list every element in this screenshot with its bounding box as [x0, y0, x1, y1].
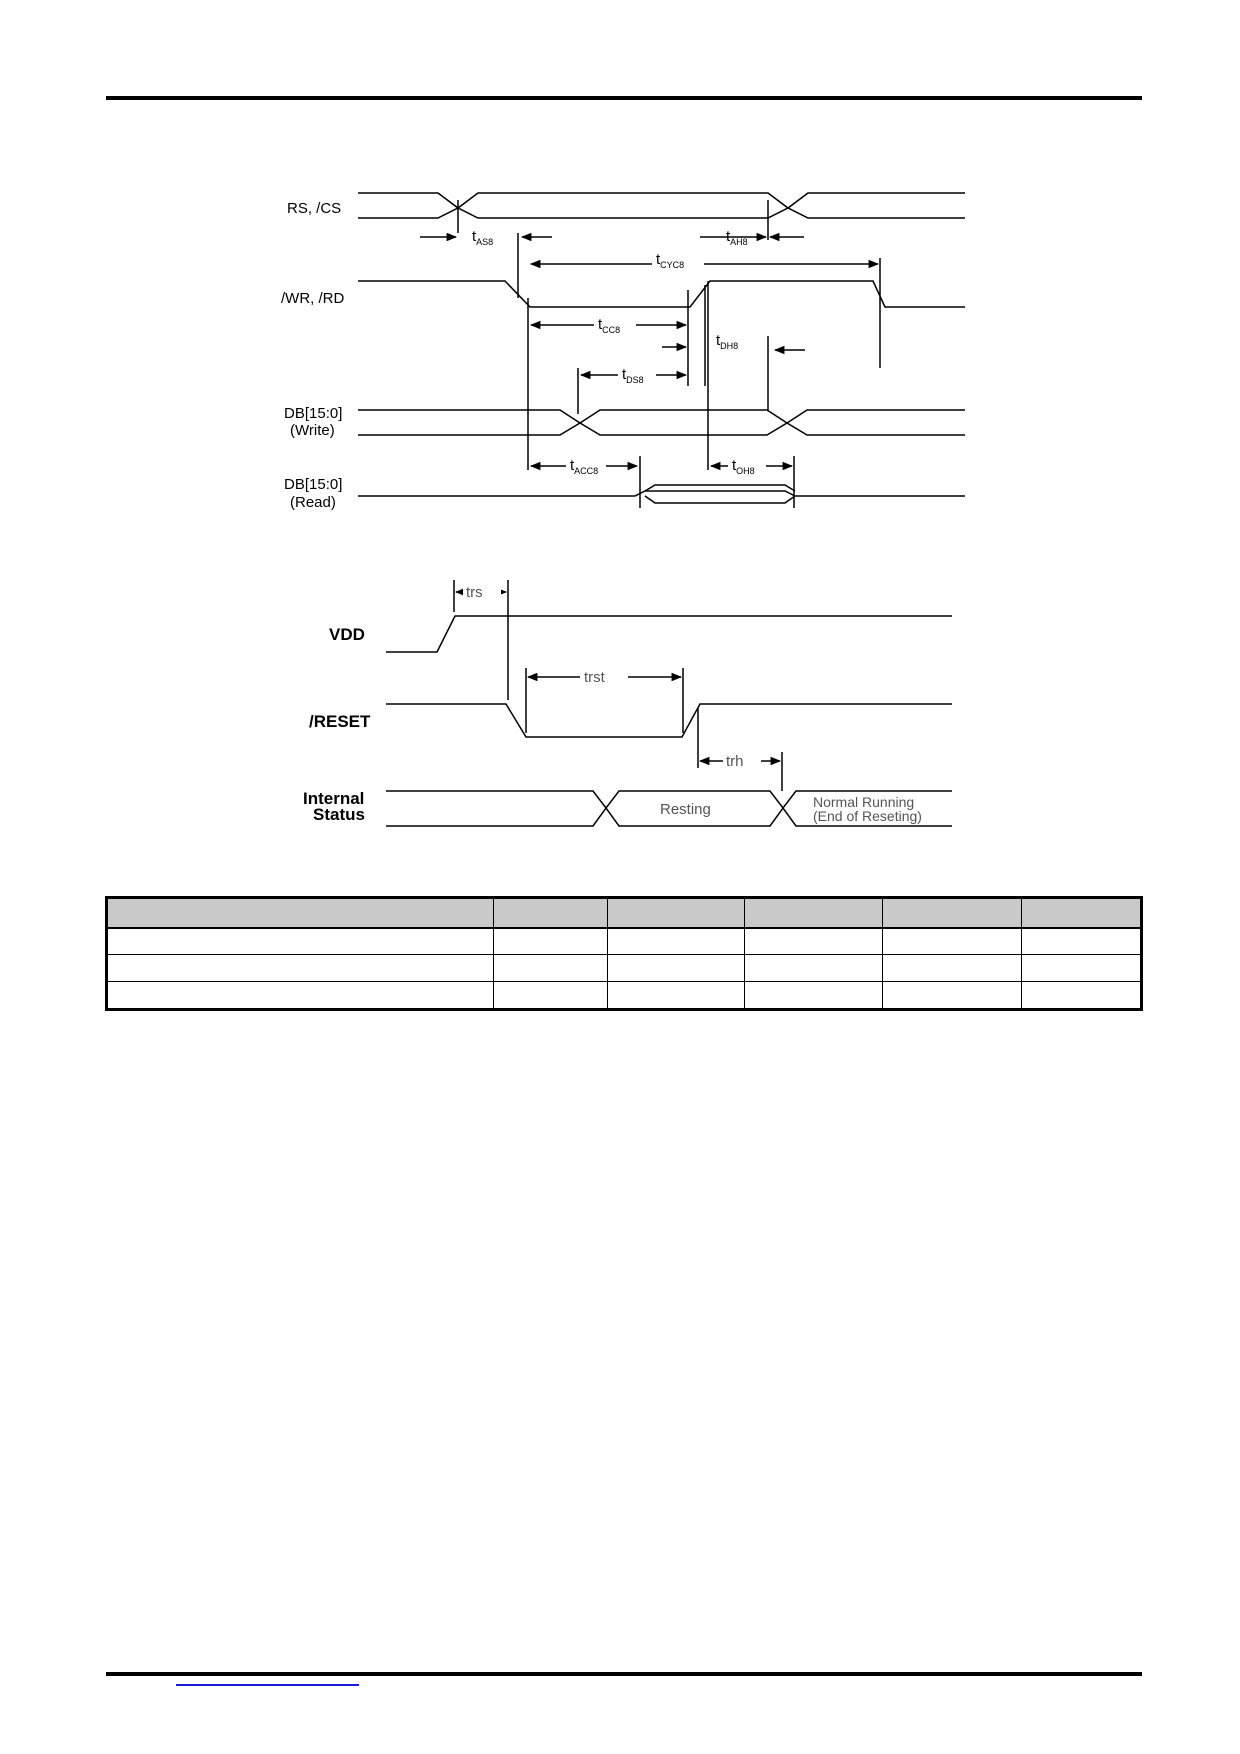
vdd-waveform: [386, 615, 952, 653]
table-header-row: [108, 899, 1140, 927]
table-row: [108, 954, 1140, 981]
header-rule: [106, 96, 1142, 100]
param-label-tdh: tDH8: [716, 332, 738, 351]
param-label-toh: tOH8: [732, 457, 755, 476]
param-label-tcc: tCC8: [598, 316, 620, 335]
footer-link-underline[interactable]: [176, 1684, 359, 1686]
signal-label-status: Status: [313, 805, 365, 824]
param-label-trh: trh: [726, 753, 744, 770]
param-label-tds: tDS8: [622, 366, 644, 385]
reset-labels: VDD /RESET Internal Status trs trst trh …: [303, 584, 922, 824]
signal-label-db-read-bus: DB[15:0]: [284, 476, 342, 493]
signal-label-rs-cs: RS, /CS: [287, 200, 341, 217]
write-read-timing: [358, 192, 965, 508]
signal-label-db-read-mode: (Read): [290, 494, 336, 511]
signal-label-internal: Internal: [303, 789, 364, 808]
table-row: [108, 981, 1140, 1008]
timing-diagram: RS, /CS /WR, /RD DB[15:0] (Write) DB[15:…: [281, 192, 965, 827]
footer-rule: [106, 1672, 1142, 1676]
db-read-waveform: [358, 484, 965, 504]
state-label-resting: Resting: [660, 801, 711, 818]
param-label-trst: trst: [584, 669, 606, 686]
table-row: [108, 927, 1140, 954]
reset-waveform: [386, 703, 952, 738]
param-label-tcyc: tCYC8: [656, 251, 684, 270]
signal-label-db-write-bus: DB[15:0]: [284, 405, 342, 422]
signal-label-reset: /RESET: [309, 712, 371, 731]
param-label-tacc: tACC8: [570, 457, 598, 476]
param-label-trs: trs: [466, 584, 483, 601]
param-label-tas: tAS8: [472, 228, 493, 247]
wr-rd-waveform: [358, 280, 965, 308]
state-label-end-of-reseting: (End of Reseting): [813, 808, 922, 824]
table-header-fill: [108, 899, 1140, 927]
internal-status-waveform: [386, 790, 952, 827]
signal-label-vdd: VDD: [329, 625, 365, 644]
param-label-tah: tAH8: [726, 228, 748, 247]
reset-timing: [386, 580, 952, 827]
signal-label-wr-rd: /WR, /RD: [281, 290, 344, 307]
state-label-normal-running: Normal Running: [813, 794, 914, 810]
db-write-waveform: [358, 409, 965, 436]
write-read-labels: RS, /CS /WR, /RD DB[15:0] (Write) DB[15:…: [281, 200, 755, 511]
rs-cs-waveform: [358, 192, 965, 219]
timing-spec-table: [105, 896, 1143, 1011]
signal-label-db-write-mode: (Write): [290, 422, 335, 439]
